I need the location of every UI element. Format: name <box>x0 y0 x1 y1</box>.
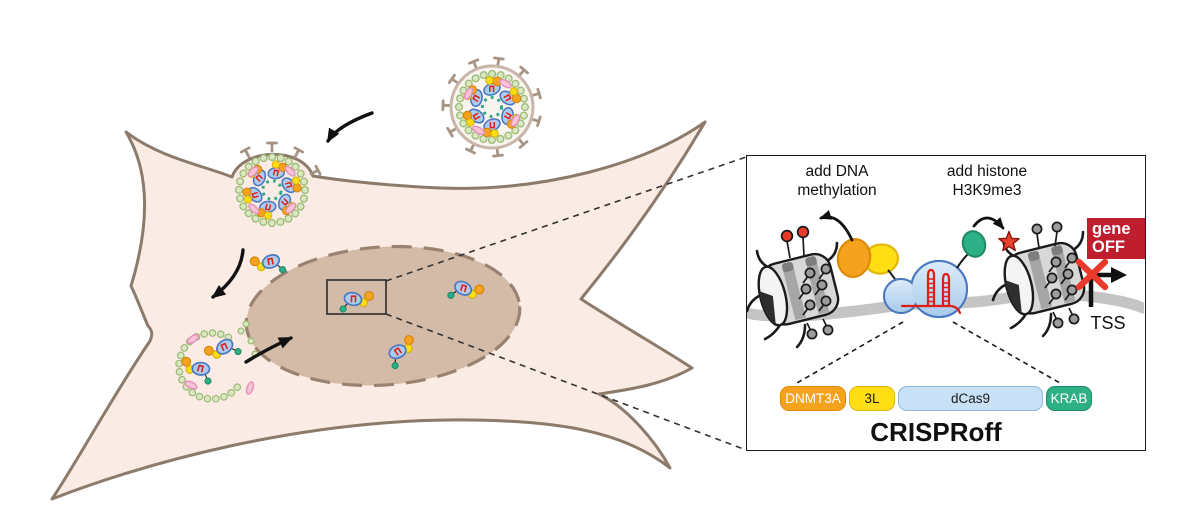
domain-dcas9-label: dCas9 <box>950 391 991 406</box>
domain-dnmt3a: DNMT3A <box>780 386 846 411</box>
gene-off-badge: gene OFF <box>1087 218 1145 259</box>
nucleus-zoom-box <box>326 279 387 315</box>
tss-label: TSS <box>1090 313 1126 333</box>
zoom-connector-bottom <box>385 313 747 451</box>
krab-oval <box>961 230 987 258</box>
domain-krab-label: KRAB <box>1050 391 1088 406</box>
nucleosome-left <box>747 225 843 349</box>
gene-off-line2: OFF <box>1092 238 1125 257</box>
inset-panel: add DNA methylation add histone H3K9me3 … <box>746 155 1146 451</box>
dcas9-cloud <box>882 259 969 319</box>
red-x-icon <box>1075 258 1109 291</box>
add-histone-line1: add histone <box>946 163 1028 180</box>
flow-arrows <box>211 111 374 364</box>
add-dna-line2: methylation <box>797 181 877 199</box>
add-histone-line2: H3K9me3 <box>952 181 1022 199</box>
virus-particle <box>441 56 542 158</box>
dna-methylation-marks <box>780 225 810 259</box>
cloud-bar-connector-left <box>796 321 904 384</box>
add-dna-line1: add DNA <box>805 163 869 180</box>
fusing-virus-particle <box>236 141 322 226</box>
nucleosome-right <box>991 221 1089 338</box>
zoom-connector-top <box>385 156 747 282</box>
add-dna-methylation-label: add DNA methylation <box>777 163 897 201</box>
add-histone-label: add histone H3K9me3 <box>927 163 1047 201</box>
dnmt3a-oval <box>836 238 872 278</box>
crisproff-title: CRISPRoff <box>870 417 1002 447</box>
gene-off-line1: gene <box>1092 220 1131 238</box>
domain-bar: DNMT3A 3L dCas9 KRAB <box>780 386 1092 411</box>
nucleus-import-arrow <box>244 336 293 364</box>
h3k9me3-star-icon <box>998 230 1020 252</box>
krab-cloud-link <box>956 253 969 269</box>
mechanism-drawing <box>747 210 1144 384</box>
virus-entry-arrow <box>326 111 374 143</box>
domain-dnmt3a-label: DNMT3A <box>785 391 841 406</box>
cytoplasm-arrow <box>211 248 245 299</box>
domain-3l: 3L <box>849 386 895 411</box>
cloud-bar-connector-right <box>952 321 1061 384</box>
sgrna-guide <box>900 268 962 315</box>
domain-krab: KRAB <box>1046 386 1092 411</box>
methylation-arrow <box>819 210 854 242</box>
histone-arrow <box>972 216 1005 230</box>
domain-3l-label: 3L <box>864 391 880 406</box>
domain-dcas9: dCas9 <box>898 386 1043 411</box>
